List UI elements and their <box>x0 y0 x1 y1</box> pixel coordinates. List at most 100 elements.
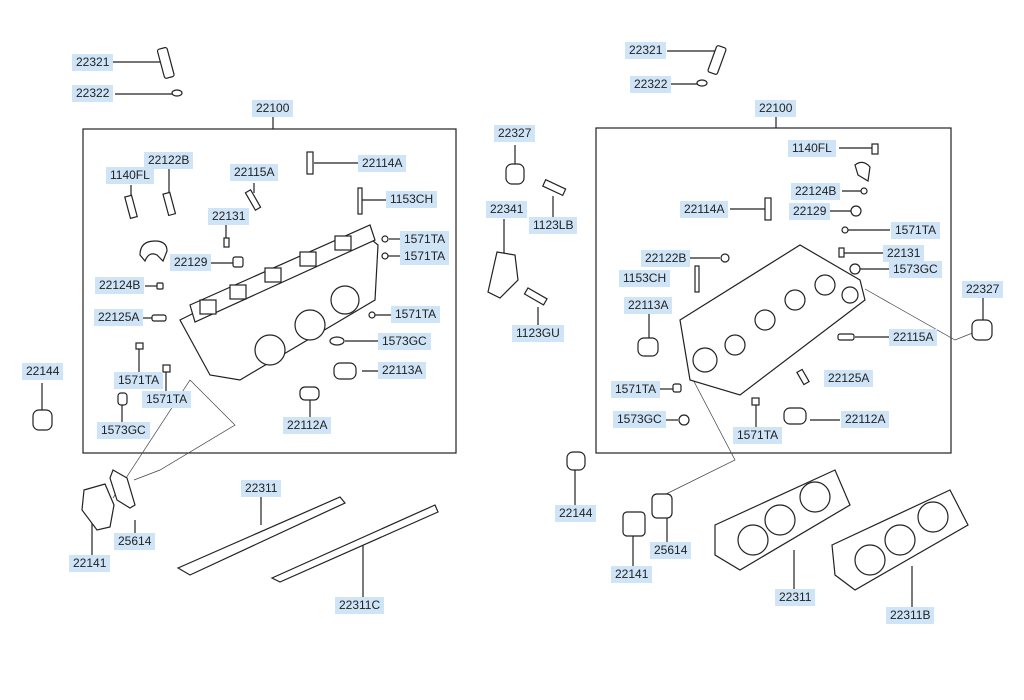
part-label[interactable]: 1571TA <box>142 391 192 408</box>
part-label[interactable]: 22112A <box>283 417 332 434</box>
plug-icon <box>841 226 849 234</box>
part-label[interactable]: 22125A <box>94 309 144 326</box>
cylinder-head-right-icon <box>679 244 866 396</box>
part-label[interactable]: 1571TA <box>891 222 941 239</box>
plug-icon <box>135 342 144 350</box>
part-label[interactable]: 1573GC <box>613 411 666 428</box>
cup-plug-icon <box>117 392 128 406</box>
part-label[interactable]: 1571TA <box>611 381 661 398</box>
part-label[interactable]: 22141 <box>611 566 653 583</box>
valve-guide-icon <box>764 197 772 221</box>
part-label[interactable]: 1571TA <box>733 427 783 444</box>
part-label[interactable]: 1571TA <box>391 306 441 323</box>
cam-cap-icon <box>854 161 871 182</box>
part-label[interactable]: 22131 <box>208 208 250 225</box>
bracket-icon <box>487 251 519 299</box>
part-label[interactable]: 22311 <box>241 480 282 497</box>
gasket-plate-icon <box>622 511 646 537</box>
part-label[interactable]: 1573GC <box>889 261 942 278</box>
seal-icon <box>850 205 862 217</box>
plug-icon <box>368 311 376 319</box>
part-label[interactable]: 1140FL <box>788 140 836 157</box>
part-label[interactable]: 1153CH <box>386 191 438 208</box>
part-label[interactable]: 1140FL <box>106 167 154 184</box>
part-label[interactable]: 22114A <box>680 201 729 218</box>
part-label[interactable]: 22124B <box>95 277 145 294</box>
assembly-label[interactable]: 22100 <box>755 100 797 117</box>
part-label[interactable]: 22131 <box>883 245 925 262</box>
cap-icon <box>849 263 861 275</box>
bolt-icon <box>838 247 845 258</box>
head-gasket-icon <box>714 469 851 571</box>
part-label[interactable]: 25614 <box>114 533 156 550</box>
part-label[interactable]: 22144 <box>22 363 64 380</box>
bushing-icon <box>505 163 525 185</box>
plug-icon <box>860 187 868 195</box>
part-label[interactable]: 22114A <box>358 155 407 172</box>
part-label[interactable]: 22311 <box>775 589 816 606</box>
seal-icon <box>333 362 357 380</box>
part-label[interactable]: 22322 <box>630 76 672 93</box>
plug-icon <box>381 235 389 243</box>
part-label[interactable]: 22327 <box>494 125 536 142</box>
part-label[interactable]: 1573GC <box>378 333 431 350</box>
bolt-icon <box>541 178 567 197</box>
cylinder-head-left-icon <box>179 224 379 381</box>
part-label[interactable]: 22341 <box>486 201 528 218</box>
part-label[interactable]: 22129 <box>789 203 831 220</box>
part-label[interactable]: 1573GC <box>97 422 150 439</box>
part-label[interactable]: 22113A <box>624 297 673 314</box>
plug-icon <box>672 383 682 393</box>
assembly-label[interactable]: 22100 <box>252 100 294 117</box>
bolt-icon <box>871 143 879 155</box>
part-label[interactable]: 22112A <box>841 411 890 428</box>
part-label[interactable]: 22115A <box>230 164 279 181</box>
part-label[interactable]: 22113A <box>378 362 427 379</box>
head-gasket-icon <box>176 496 346 576</box>
seal-icon <box>637 337 659 357</box>
stud-icon <box>357 187 363 215</box>
part-label[interactable]: 22129 <box>170 254 212 271</box>
head-gasket-icon <box>831 489 969 591</box>
part-label[interactable]: 22124B <box>791 183 841 200</box>
part-label[interactable]: 1123GU <box>512 325 564 342</box>
bushing-icon <box>566 451 586 471</box>
bushing-icon <box>971 319 993 341</box>
part-label[interactable]: 1153CH <box>619 270 671 287</box>
pin-icon <box>244 189 262 211</box>
plug-icon <box>751 397 760 406</box>
part-label[interactable]: 1571TA <box>400 248 450 265</box>
part-label[interactable]: 22144 <box>555 505 597 522</box>
head-gasket-icon <box>270 504 439 583</box>
right-assembly-box <box>595 127 952 454</box>
left-assembly-box <box>82 128 457 454</box>
bolt-icon <box>707 45 727 75</box>
part-label[interactable]: 22327 <box>962 281 1004 298</box>
part-label[interactable]: 1123LB <box>529 217 578 234</box>
gasket-plate-icon <box>81 483 115 531</box>
part-label[interactable]: 22311B <box>886 607 935 624</box>
seal-icon <box>299 386 320 401</box>
dowel-icon <box>151 314 167 322</box>
part-label[interactable]: 22141 <box>69 555 111 572</box>
bolt-icon <box>223 237 230 248</box>
part-label[interactable]: 22115A <box>889 329 938 346</box>
part-label[interactable]: 22311C <box>335 597 385 614</box>
part-label[interactable]: 22321 <box>72 54 114 71</box>
part-label[interactable]: 22125A <box>824 370 874 387</box>
bolt-icon <box>720 253 730 263</box>
plug-icon <box>162 364 171 373</box>
part-label[interactable]: 25614 <box>650 542 692 559</box>
part-label[interactable]: 22122B <box>144 152 194 169</box>
part-label[interactable]: 1571TA <box>400 231 450 248</box>
part-label[interactable]: 22321 <box>625 42 667 59</box>
bolt-icon <box>162 191 177 217</box>
part-label[interactable]: 1571TA <box>114 372 164 389</box>
part-label[interactable]: 22122B <box>641 250 691 267</box>
stud-icon <box>694 265 700 293</box>
cap-icon <box>329 336 345 346</box>
seal-icon <box>783 407 807 425</box>
part-label[interactable]: 22322 <box>72 85 114 102</box>
bolt-icon <box>124 194 138 220</box>
